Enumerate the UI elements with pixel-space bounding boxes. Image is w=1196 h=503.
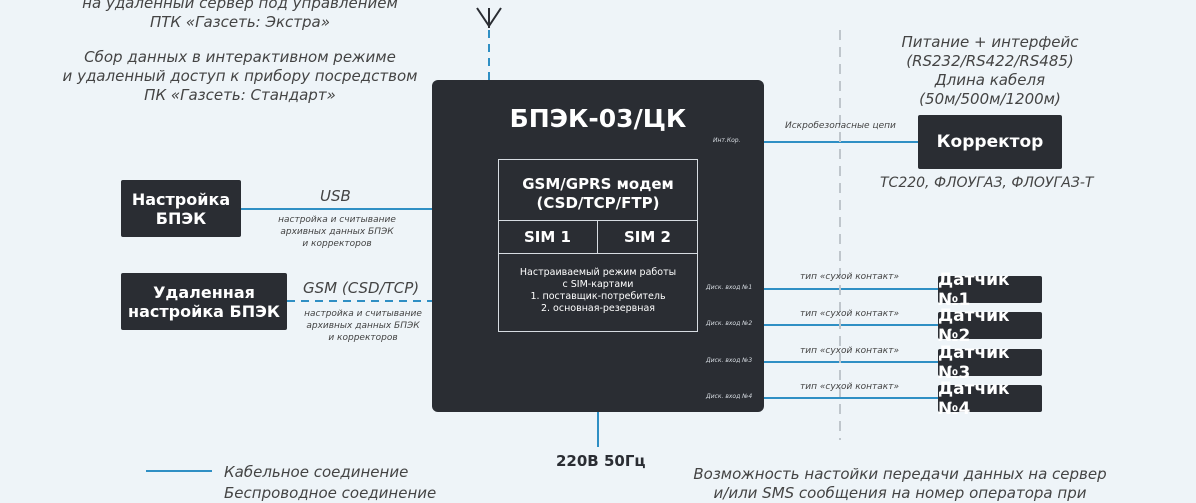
safe-circuits-label: Искробезопасные цепи — [785, 121, 896, 131]
usb-label: USB — [320, 187, 351, 205]
server-config-note: Возможность настойки передачи данных на … — [693, 465, 1107, 502]
modem-title: GSM/GPRS модем (CSD/TCP/FTP) — [522, 175, 674, 212]
corrector-box: Корректор — [918, 115, 1062, 169]
gsm-description: настройка и считывание архивных данных Б… — [304, 309, 422, 343]
port-input-4: Диск. вход №4 — [706, 393, 753, 400]
legend-cable-label: Кабельное соединение — [224, 463, 409, 481]
contact-type-1: тип «сухой контакт» — [800, 272, 900, 282]
power-label: 220В 50Гц — [556, 452, 646, 470]
sim2-label: SIM 2 — [624, 228, 671, 246]
modem-divider-top — [498, 220, 698, 221]
port-input-1: Диск. вход №1 — [706, 284, 753, 291]
usb-description: настройка и считывание архивных данных Б… — [278, 215, 396, 249]
port-input-2: Диск. вход №2 — [706, 320, 753, 327]
sim-divider — [597, 220, 598, 253]
sensor-3-box: Датчик №3 — [938, 343, 1042, 383]
remote-setup-box: Удаленная настройка БПЭК — [121, 273, 287, 330]
sim1-label: SIM 1 — [524, 228, 571, 246]
corrector-models: TC220, ФЛОУГАЗ, ФЛОУГАЗ-Т — [880, 175, 1094, 191]
sensor-1-box: Датчик №1 — [938, 270, 1042, 310]
gsm-label: GSM (CSD/TCP) — [303, 279, 420, 297]
modem-block — [498, 159, 698, 332]
legend-wireless-label: Беспроводное соединение — [224, 484, 437, 502]
server-note: на удаленный сервер под управлением ПТК … — [82, 0, 398, 31]
contact-type-3: тип «сухой контакт» — [800, 346, 900, 356]
device-title: БПЭК-03/ЦК — [509, 104, 687, 133]
sensor-4-box: Датчик №4 — [938, 379, 1042, 419]
modem-divider-bottom — [498, 253, 698, 254]
port-corrector: Инт.Кор. — [713, 137, 741, 144]
contact-type-4: тип «сухой контакт» — [800, 382, 900, 392]
contact-type-2: тип «сухой контакт» — [800, 309, 900, 319]
power-interface-note: Питание + интерфейс (RS232/RS422/RS485) … — [901, 33, 1079, 108]
antenna-icon — [476, 7, 502, 28]
interactive-note: Сбор данных в интерактивном режиме и уда… — [62, 48, 418, 104]
sensor-2-box: Датчик №2 — [938, 306, 1042, 346]
bpek-device — [432, 80, 764, 412]
connection-lines — [146, 7, 938, 472]
setup-bpek-box: Настройка БПЭК — [121, 180, 241, 237]
sim-mode-text: Настраиваемый режим работы с SIM-картами… — [519, 267, 677, 314]
port-input-3: Диск. вход №3 — [706, 357, 753, 364]
